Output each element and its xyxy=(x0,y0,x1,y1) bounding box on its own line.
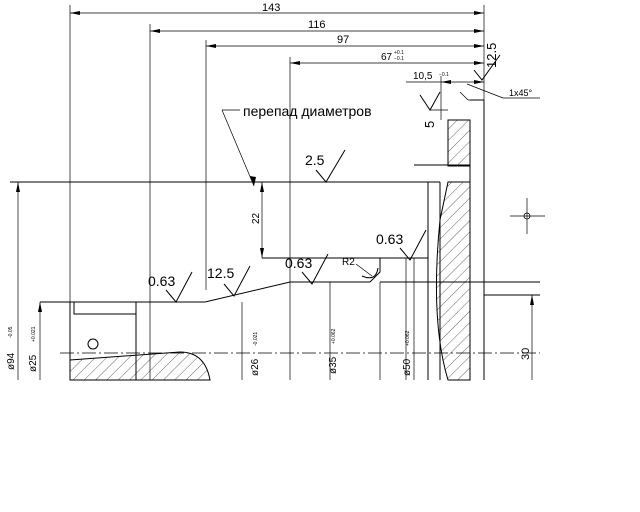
diameter-d35-label: ø35 xyxy=(328,356,339,374)
diameter-d94-label: ø94 xyxy=(6,352,17,370)
diameter-d50-tol: +0.062 xyxy=(405,330,411,346)
roughness-flange-face: 5 xyxy=(419,91,448,128)
roughness-bore: 0.63 xyxy=(376,229,427,261)
dimension-67: 67 +0.1 −0.1 xyxy=(289,50,484,380)
dimension-143-label: 143 xyxy=(262,2,280,14)
diameter-d94-tol: -0.05 xyxy=(8,326,14,338)
diameter-d26: ø26 -0.021 xyxy=(250,332,261,376)
roughness-flange-face-label: 5 xyxy=(422,121,437,128)
diameter-d50: ø50 +0.062 xyxy=(402,330,413,376)
hatched-section xyxy=(69,351,211,381)
diameter-d26-label: ø26 xyxy=(250,358,261,376)
roughness-main-surface: 2.5 xyxy=(305,149,346,183)
chamfer-callout: 1x45° xyxy=(466,83,540,99)
diameter-d25: ø25 +0.021 xyxy=(28,302,42,380)
roughness-shoulder-label: 0.63 xyxy=(285,255,312,271)
dimension-22: 22 xyxy=(251,182,264,258)
dimension-10-5-label: 10,5 xyxy=(413,71,433,82)
pin-hole xyxy=(87,338,99,350)
diameter-d50-label: ø50 xyxy=(402,358,413,376)
dimension-116-label: 116 xyxy=(308,19,326,31)
dimension-116: 116 xyxy=(149,19,484,380)
dimension-30: 30 xyxy=(520,295,534,380)
dimension-97-label: 97 xyxy=(337,34,349,46)
center-mark xyxy=(510,198,545,234)
dimension-22-label: 22 xyxy=(251,212,262,224)
diameter-d25-tol: +0.021 xyxy=(31,326,37,342)
roughness-bore-label: 0.63 xyxy=(376,231,403,247)
dimension-67-tol-lower: −0.1 xyxy=(394,56,404,62)
roughness-shoulder: 0.63 xyxy=(285,253,329,285)
dimension-10-5: 10,5 −0.1 xyxy=(406,71,484,120)
diameter-d25-label: ø25 xyxy=(28,354,39,372)
roughness-main-surface-label: 2.5 xyxy=(305,152,325,168)
dimension-67-label: 67 xyxy=(381,52,393,63)
roughness-top-face-label: 12.5 xyxy=(484,43,499,68)
roughness-top-face: 12.5 xyxy=(473,43,501,81)
fillet-r2: R2 xyxy=(342,257,379,279)
diameter-step-note-label: перепад диаметров xyxy=(243,103,372,119)
diameter-d35-tol: +0.062 xyxy=(331,328,337,344)
dimension-143: 143 xyxy=(69,2,484,380)
diameter-step-note: перепад диаметров xyxy=(221,103,372,187)
dimension-10-5-tol: −0.1 xyxy=(439,72,449,78)
flange-body xyxy=(414,99,485,381)
dimension-97: 97 xyxy=(205,34,484,290)
diameter-d94: ø94 -0.05 xyxy=(6,182,20,380)
roughness-taper-label: 12.5 xyxy=(207,265,234,281)
diameter-d35: ø35 +0.062 xyxy=(328,328,339,374)
roughness-journal-label: 0.63 xyxy=(148,273,175,289)
roughness-journal: 0.63 xyxy=(148,271,193,303)
chamfer-label: 1x45° xyxy=(509,88,533,98)
fillet-r2-label: R2 xyxy=(342,257,355,268)
diameter-d26-tol: -0.021 xyxy=(253,332,259,346)
dimension-30-label: 30 xyxy=(520,348,532,360)
dimension-67-tol-upper: +0.1 xyxy=(394,50,404,56)
